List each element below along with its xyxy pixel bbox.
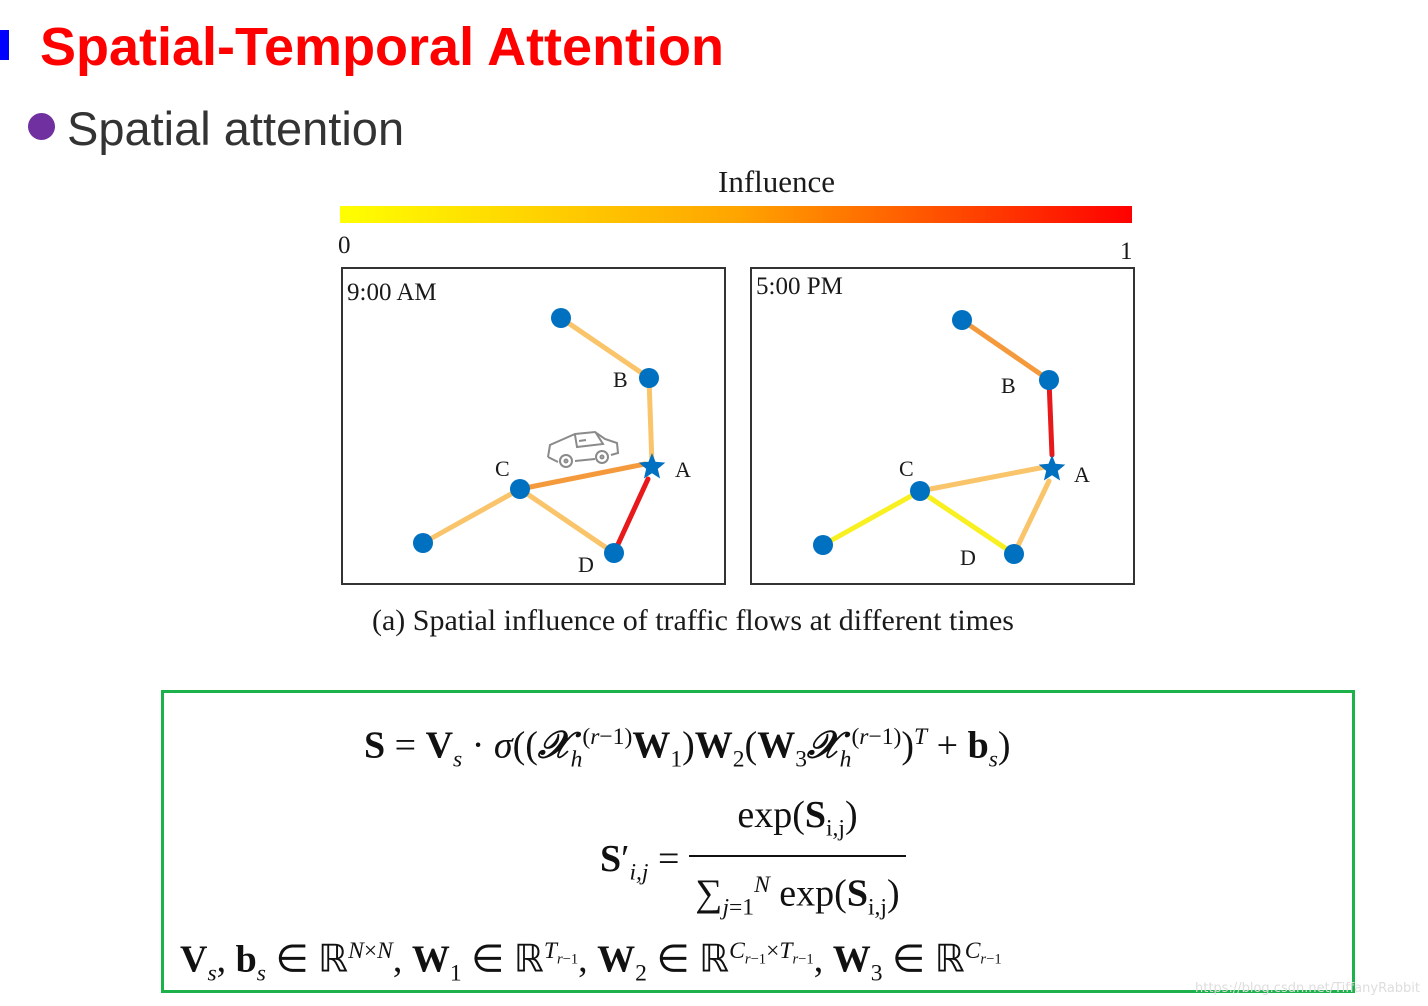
- edge-b-a: [1046, 377, 1055, 458]
- node-c: [910, 481, 930, 501]
- node-c: [510, 479, 530, 499]
- graph-svg-evening: B A C D: [813, 310, 1090, 570]
- node-b: [1039, 370, 1059, 390]
- node-label-d: D: [578, 552, 594, 577]
- edge-left-c: [420, 486, 523, 546]
- equation-parameter-dims: Vs, bs ∈ ℝN×N, W1 ∈ ℝTr−1, W2 ∈ ℝCr−1×Tr…: [180, 938, 1002, 987]
- edge-left-c: [820, 488, 923, 548]
- edge-c-d: [517, 486, 617, 556]
- node-left: [813, 535, 833, 555]
- edge-c-d: [917, 488, 1017, 557]
- edge-b-a: [646, 375, 655, 468]
- edge-a-d: [1011, 478, 1052, 557]
- node-label-a: A: [1074, 462, 1090, 487]
- node-top: [952, 310, 972, 330]
- colorbar-min-label: 0: [338, 232, 351, 259]
- diagram-panel-morning: B A C D 9:00 AM: [341, 267, 726, 585]
- node-label-b: B: [613, 367, 628, 392]
- node-label-c: C: [899, 456, 914, 481]
- node-b: [639, 368, 659, 388]
- edge-top-b: [558, 315, 652, 381]
- panel-time-label: 9:00 AM: [347, 279, 437, 306]
- panel-time-label: 5:00 PM: [756, 273, 843, 300]
- node-label-d: D: [960, 545, 976, 570]
- bullet-dot: [28, 113, 55, 140]
- node-top: [551, 308, 571, 328]
- colorbar-max-label: 1: [1120, 238, 1133, 265]
- car-icon: [547, 430, 620, 468]
- formula-box: S = Vs · σ((𝒳h(r−1)W1)W2(W3𝒳h(r−1))T + b…: [161, 690, 1355, 993]
- watermark: https://blog.csdn.net/TiffanyRabbit: [1195, 981, 1420, 996]
- node-label-c: C: [495, 456, 510, 481]
- graph-svg-morning: B A C D: [413, 308, 691, 577]
- node-d: [1004, 544, 1024, 564]
- equation-softmax: S′i,j =exp(Si,j)∑j=1N exp(Si,j): [600, 791, 906, 920]
- node-d: [604, 543, 624, 563]
- equation-spatial-attention: S = Vs · σ((𝒳h(r−1)W1)W2(W3𝒳h(r−1))T + b…: [364, 724, 1011, 773]
- node-label-a: A: [675, 457, 691, 482]
- edge-c-a: [917, 464, 1048, 494]
- title-accent-bar: [0, 30, 9, 60]
- figure-caption: (a) Spatial influence of traffic flows a…: [372, 604, 1014, 637]
- colorbar-gradient: [340, 206, 1132, 223]
- edge-a-d: [611, 476, 651, 556]
- node-left: [413, 533, 433, 553]
- star-icon: [1038, 455, 1066, 481]
- bullet-text: Spatial attention: [67, 102, 405, 155]
- slide-title: Spatial-Temporal Attention: [40, 17, 725, 77]
- star-icon: [638, 453, 666, 479]
- diagram-panel-evening: B A C D 5:00 PM: [750, 267, 1135, 585]
- node-label-b: B: [1001, 373, 1016, 398]
- colorbar-label: Influence: [718, 164, 836, 199]
- edge-top-b: [959, 317, 1052, 383]
- edge-c-a: [517, 461, 648, 492]
